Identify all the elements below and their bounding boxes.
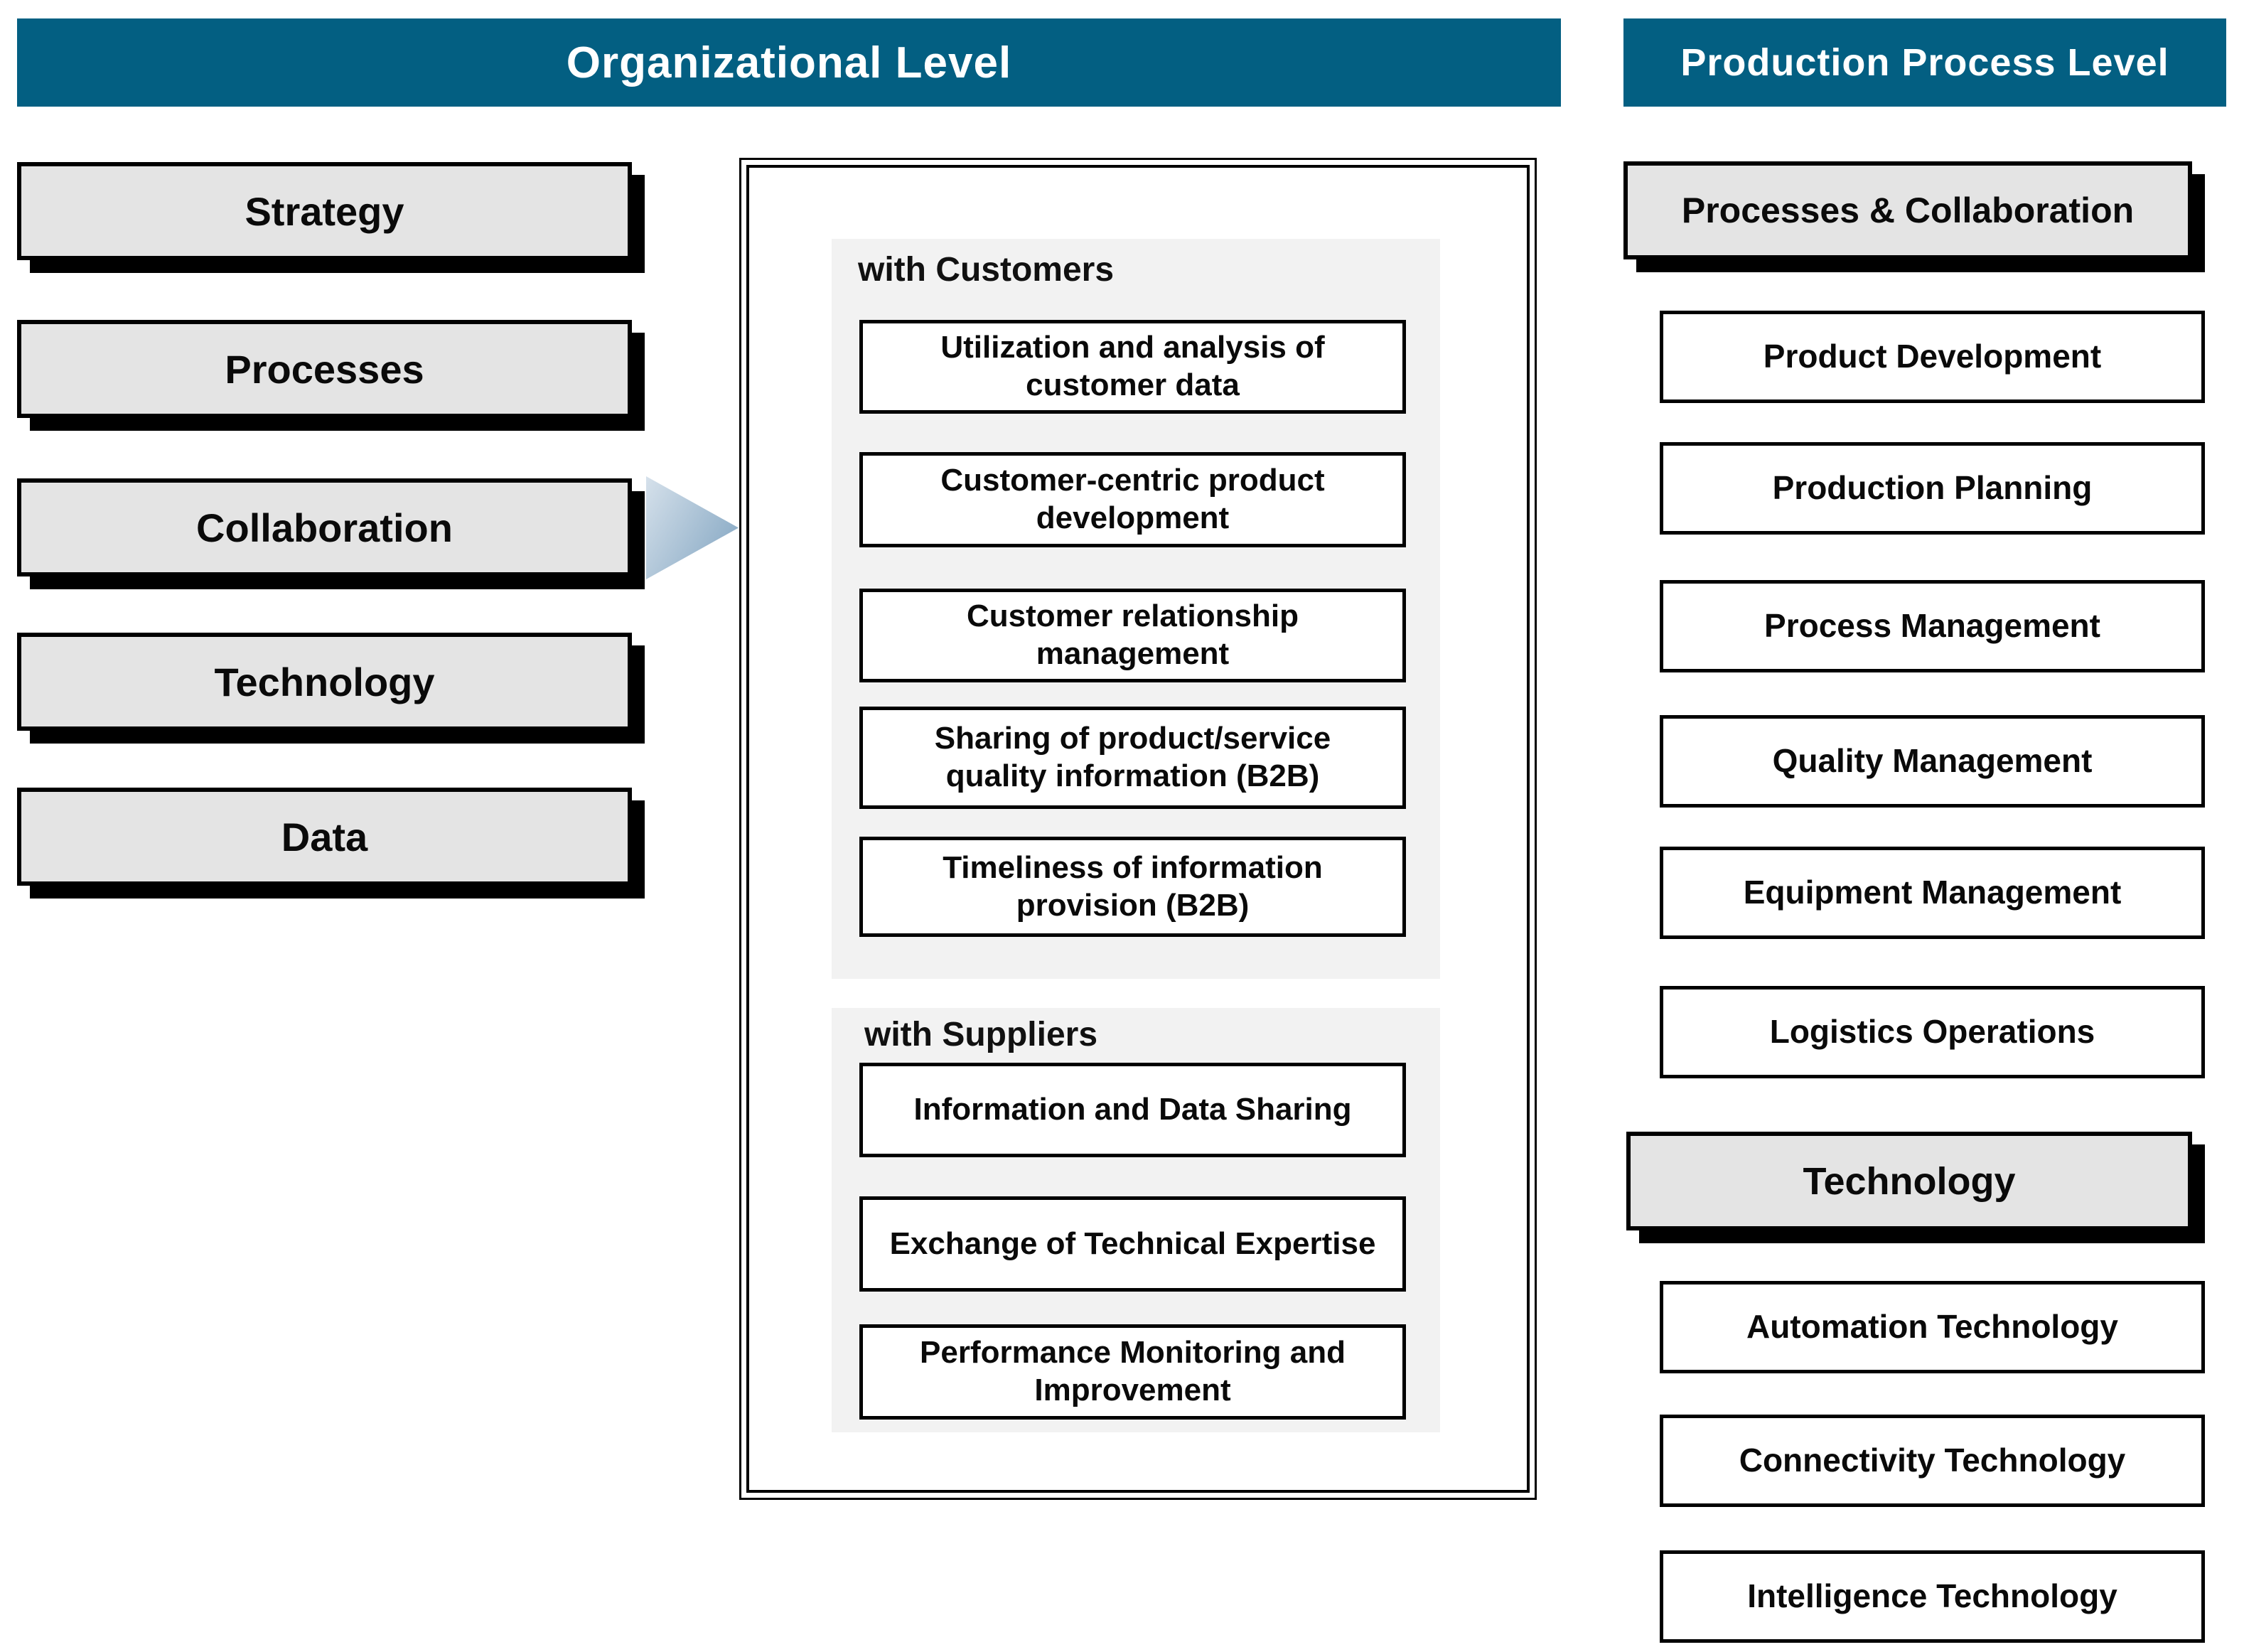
box-connectivity-technology: Connectivity Technology xyxy=(1660,1415,2205,1507)
collaboration-pointer-triangle-icon xyxy=(646,476,739,579)
panel-inner-border xyxy=(746,165,1530,1493)
box-product-development: Product Development xyxy=(1660,311,2205,403)
box-customer-centric-development: Customer-centric product development xyxy=(859,452,1406,547)
org-item-strategy: Strategy xyxy=(17,162,632,260)
box-equipment-management: Equipment Management xyxy=(1660,847,2205,939)
box-performance-monitoring: Performance Monitoring and Improvement xyxy=(859,1324,1406,1420)
technology-header: Technology xyxy=(1626,1132,2192,1230)
box-quality-management: Quality Management xyxy=(1660,715,2205,808)
box-logistics-operations: Logistics Operations xyxy=(1660,986,2205,1078)
production-process-level-header: Production Process Level xyxy=(1623,18,2226,107)
processes-collaboration-header: Processes & Collaboration xyxy=(1623,161,2192,259)
box-process-management: Process Management xyxy=(1660,580,2205,672)
org-item-processes: Processes xyxy=(17,320,632,418)
org-item-technology: Technology xyxy=(17,633,632,731)
org-item-data: Data xyxy=(17,788,632,886)
with-customers-label: with Customers xyxy=(858,251,1115,289)
box-intelligence-technology: Intelligence Technology xyxy=(1660,1550,2205,1643)
box-automation-technology: Automation Technology xyxy=(1660,1281,2205,1373)
org-item-collaboration: Collaboration xyxy=(17,478,632,576)
with-suppliers-label: with Suppliers xyxy=(864,1016,1098,1053)
box-exchange-technical-expertise: Exchange of Technical Expertise xyxy=(859,1196,1406,1292)
organizational-level-header: Organizational Level xyxy=(17,18,1561,107)
box-production-planning: Production Planning xyxy=(1660,442,2205,535)
box-sharing-quality-information: Sharing of product/service quality infor… xyxy=(859,707,1406,809)
box-timeliness-information-provision: Timeliness of information provision (B2B… xyxy=(859,837,1406,937)
box-customer-relationship-management: Customer relationship management xyxy=(859,589,1406,682)
box-utilization-customer-data: Utilization and analysis of customer dat… xyxy=(859,320,1406,414)
box-information-data-sharing: Information and Data Sharing xyxy=(859,1063,1406,1157)
